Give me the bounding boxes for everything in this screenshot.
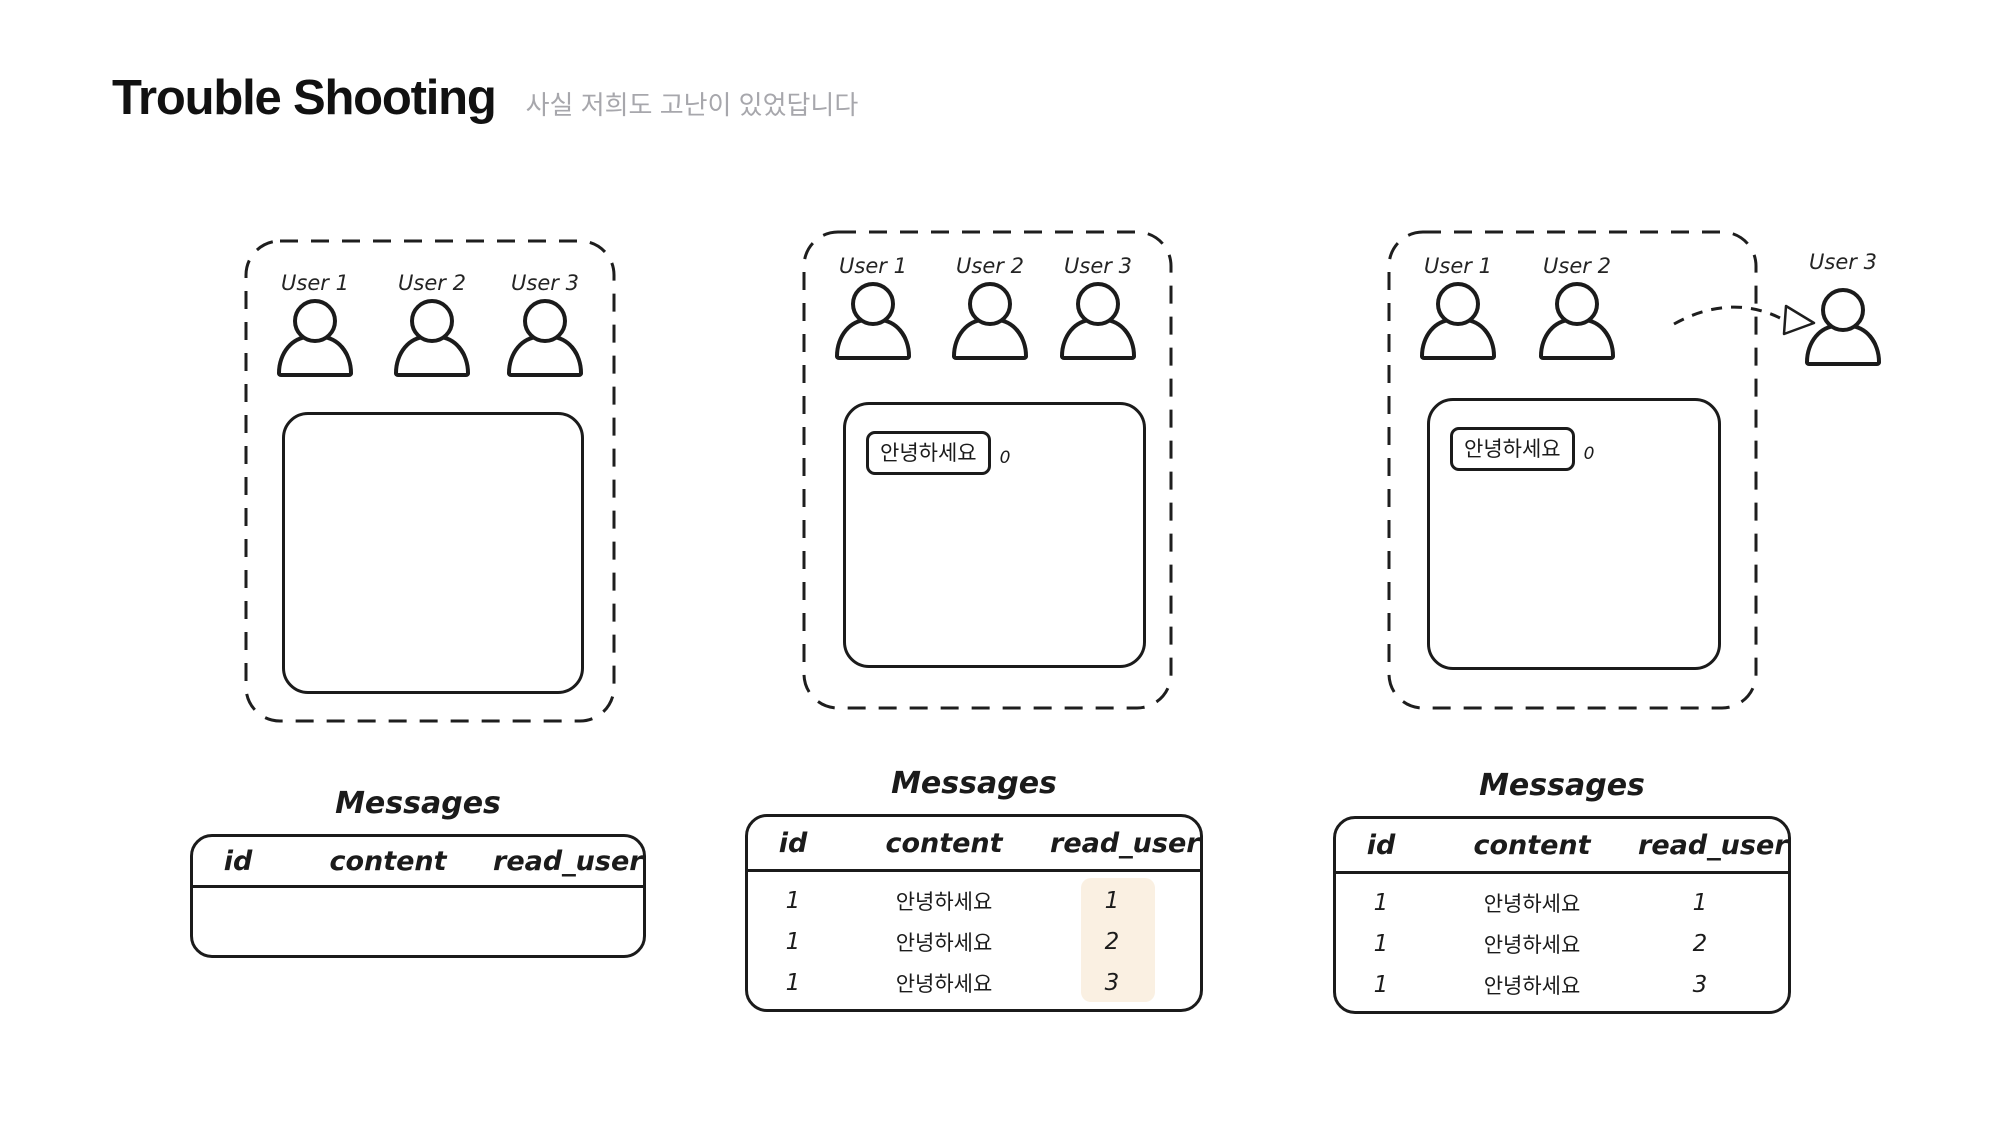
chat-box: 안녕하세요 0 (843, 402, 1146, 668)
cell-read-user: 2 (1692, 930, 1708, 957)
user-head-icon (1821, 288, 1865, 332)
user-icon: User 3 (1056, 254, 1140, 360)
table-title: Messages (335, 786, 501, 821)
table-row: 1 안녕하세요 1 (748, 880, 1200, 921)
user-head-icon (1076, 282, 1120, 326)
user-icon: User 1 (1416, 254, 1500, 360)
user-head-icon (968, 282, 1012, 326)
user-label: User 2 (1543, 254, 1611, 278)
page-subtitle: 사실 저희도 고난이 있었답니다 (525, 90, 859, 120)
messages-table-1: Messages id content read_user (190, 786, 646, 958)
user-head-icon (851, 282, 895, 326)
column-header-read-user: read_user (1050, 827, 1200, 859)
table: id content read_user (190, 834, 646, 958)
user-label: User 1 (281, 271, 349, 295)
panel-3: User 1 User 2 안녕하세요 0 (1389, 232, 1756, 708)
user-icon: User 3 (503, 271, 587, 377)
message-row: 안녕하세요 0 (866, 431, 1143, 475)
column-header-content: content (885, 827, 1003, 859)
user-head-icon (523, 299, 567, 343)
cell-id: 1 (785, 969, 801, 996)
cell-content: 안녕하세요 (1483, 932, 1581, 957)
cell-content: 안녕하세요 (1483, 891, 1581, 916)
user-icon: User 2 (1535, 254, 1619, 360)
cell-id: 1 (785, 887, 801, 914)
table-body: 1 안녕하세요 1 1 안녕하세요 2 1 안녕하세요 3 (748, 872, 1200, 1009)
slide-header: Trouble Shooting 사실 저희도 고난이 있었답니다 (112, 70, 858, 126)
cell-content: 안녕하세요 (895, 971, 993, 996)
cell-id: 1 (1373, 889, 1389, 916)
cell-read-user: 1 (1104, 887, 1120, 914)
cell-read-user: 3 (1104, 969, 1120, 996)
table-body-empty (193, 888, 643, 955)
cell-read-user: 3 (1692, 971, 1708, 998)
column-header-content: content (1473, 829, 1591, 861)
messages-table-3: Messages id content read_user 1 안녕하세요 1 … (1333, 768, 1791, 1014)
cell-read-user: 2 (1104, 928, 1120, 955)
column-header-read-user: read_user (493, 845, 643, 877)
page-title: Trouble Shooting (112, 71, 497, 125)
user-head-icon (410, 299, 454, 343)
user-head-icon (293, 299, 337, 343)
table-body: 1 안녕하세요 1 1 안녕하세요 2 1 안녕하세요 3 (1336, 874, 1788, 1011)
chat-box: 안녕하세요 0 (1427, 398, 1721, 670)
message-bubble: 안녕하세요 (1450, 427, 1575, 471)
unread-count: 0 (999, 448, 1011, 468)
table-row: 1 안녕하세요 2 (748, 921, 1200, 962)
user-label: User 2 (398, 271, 466, 295)
table-row: 1 안녕하세요 3 (748, 962, 1200, 1003)
user-label: User 3 (1809, 250, 1877, 274)
user-icon-outside: User 3 (1801, 250, 1885, 366)
column-header-id: id (778, 827, 808, 859)
cell-id: 1 (785, 928, 801, 955)
column-header-id: id (223, 845, 253, 877)
user-icon: User 2 (390, 271, 474, 377)
table-header: id content read_user (748, 817, 1200, 872)
table-title: Messages (891, 766, 1057, 801)
panel-1: User 1 User 2 User 3 (246, 241, 614, 721)
user-icon: User 2 (948, 254, 1032, 360)
cell-content: 안녕하세요 (1483, 973, 1581, 998)
chat-box (282, 412, 584, 694)
user-icon: User 1 (273, 271, 357, 377)
column-header-id: id (1366, 829, 1396, 861)
table: id content read_user 1 안녕하세요 1 1 안녕하세요 2… (1333, 816, 1791, 1014)
user-label: User 3 (1064, 254, 1132, 278)
user-icon: User 1 (831, 254, 915, 360)
table-header: id content read_user (1336, 819, 1788, 874)
cell-content: 안녕하세요 (895, 930, 993, 955)
messages-table-2: Messages id content read_user 1 안녕하세요 1 … (745, 766, 1203, 1012)
user-label: User 1 (839, 254, 907, 278)
panel-2: User 1 User 2 User 3 안녕하세요 0 (804, 232, 1171, 708)
column-header-read-user: read_user (1638, 829, 1788, 861)
cell-id: 1 (1373, 971, 1389, 998)
user-head-icon (1555, 282, 1599, 326)
unread-count: 0 (1583, 444, 1595, 464)
user-label: User 2 (956, 254, 1024, 278)
table-row: 1 안녕하세요 1 (1336, 882, 1788, 923)
column-header-content: content (329, 845, 447, 877)
user-head-icon (1436, 282, 1480, 326)
user-label: User 1 (1424, 254, 1492, 278)
table-row: 1 안녕하세요 3 (1336, 964, 1788, 1005)
user-label: User 3 (511, 271, 579, 295)
message-row: 안녕하세요 0 (1450, 427, 1718, 471)
table-row: 1 안녕하세요 2 (1336, 923, 1788, 964)
message-bubble: 안녕하세요 (866, 431, 991, 475)
cell-read-user: 1 (1692, 889, 1708, 916)
table: id content read_user 1 안녕하세요 1 1 안녕하세요 2… (745, 814, 1203, 1012)
table-title: Messages (1479, 768, 1645, 803)
cell-content: 안녕하세요 (895, 889, 993, 914)
table-header: id content read_user (193, 837, 643, 888)
read-user-column-highlight (1081, 878, 1155, 1002)
cell-id: 1 (1373, 930, 1389, 957)
